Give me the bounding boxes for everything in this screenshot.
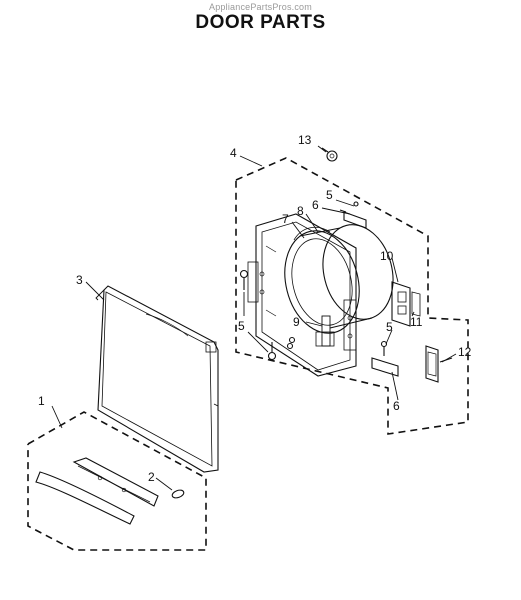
page-title: DOOR PARTS	[195, 12, 326, 33]
door-ring	[284, 224, 394, 334]
callout-5-top: 5	[326, 188, 333, 202]
callout-6-bottom: 6	[393, 399, 400, 413]
latch-assembly	[391, 281, 421, 327]
watermark: AppliancePartsPros.com	[209, 2, 312, 12]
door-handle	[35, 457, 159, 525]
small-knob	[321, 147, 338, 162]
callout-5-right: 5	[386, 320, 393, 334]
callout-3: 3	[76, 273, 83, 287]
inner-door-group-outline	[235, 157, 469, 435]
callout-10: 10	[380, 249, 394, 263]
strike-plate	[339, 201, 367, 229]
callout-13: 13	[298, 133, 312, 147]
handle-plug	[171, 489, 185, 499]
hinge-bracket	[315, 315, 335, 347]
outer-door-panel	[95, 285, 219, 473]
inner-door-frame	[247, 213, 357, 377]
callout-5-left: 5	[238, 319, 245, 333]
callout-4: 4	[230, 146, 237, 160]
callout-9: 9	[293, 315, 300, 329]
callout-6-top: 6	[312, 198, 319, 212]
callout-11: 11	[410, 315, 423, 329]
callout-1: 1	[38, 394, 45, 408]
handle-group-outline	[27, 411, 207, 551]
lower-strike	[371, 340, 399, 377]
callout-2: 2	[148, 470, 155, 484]
callout-8: 8	[297, 204, 304, 218]
callout-12: 12	[458, 345, 472, 359]
frame-screws	[239, 269, 296, 361]
callout-7: 7	[282, 212, 289, 226]
latch-keeper	[425, 345, 453, 383]
leader-lines	[51, 145, 457, 491]
